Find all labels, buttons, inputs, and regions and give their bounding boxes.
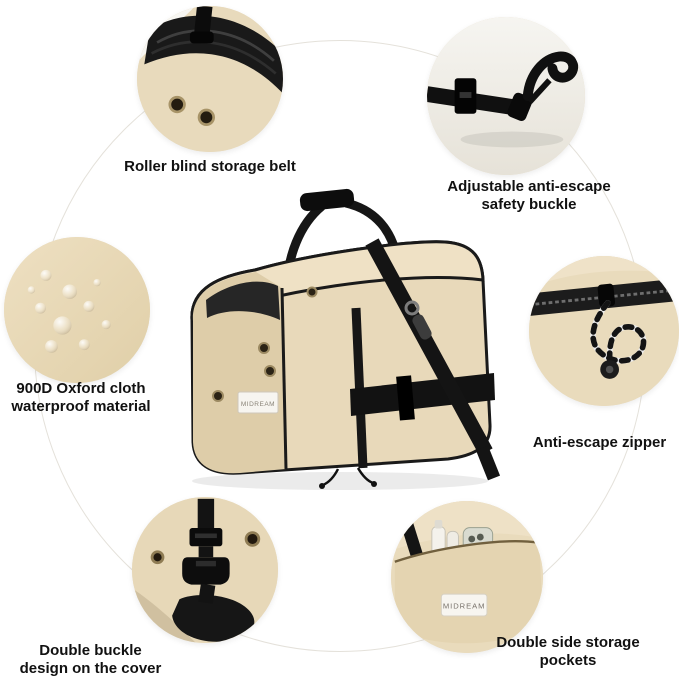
front-strap-band (350, 373, 495, 416)
snap-hook-icon (507, 51, 579, 121)
label-zipper: Anti-escape zipper (532, 434, 667, 451)
side-window-rolled (206, 281, 280, 320)
bag-shadow (192, 472, 488, 490)
grommets (212, 286, 318, 402)
callout-roller-blind-photo (137, 6, 283, 152)
hanging-cover (172, 595, 255, 642)
label-roller-blind: Roller blind storage belt (124, 158, 296, 175)
pocket-brand-patch: MIDREAM (440, 593, 488, 617)
rope-cord (590, 300, 647, 364)
brand-label-patch: MIDREAM (237, 391, 279, 414)
pocket-brand-text: MIDREAM (443, 601, 486, 610)
callout-waterproof-photo (4, 237, 150, 383)
bag-lid (190, 240, 485, 323)
brand-label-text: MIDREAM (241, 401, 275, 408)
bag-side-panel (192, 272, 286, 474)
grommet (150, 550, 165, 565)
grommet (197, 108, 216, 126)
pocket-front (394, 541, 543, 644)
waterproof-fabric-illustration (4, 237, 150, 383)
callout-zipper-photo (529, 256, 679, 406)
storage-belt-strap (193, 6, 213, 38)
double-buckle-illustration (132, 497, 278, 643)
strap-hook (412, 314, 432, 340)
double-buckle-icon (182, 498, 230, 604)
label-double-buckle: Double buckle design on the cover (19, 642, 162, 677)
callout-double-buckle-photo (132, 497, 278, 643)
grommet (168, 95, 186, 114)
label-waterproof: 900D Oxford cloth waterproof material (11, 380, 151, 415)
safety-buckle-illustration (427, 17, 585, 175)
label-safety-buckle: Adjustable anti-escape safety buckle (447, 178, 611, 213)
strap-ring (404, 300, 420, 316)
callout-safety-buckle-photo (427, 17, 585, 175)
side-pockets-illustration: MIDREAM (391, 501, 543, 653)
label-side-pockets: Double side storage pockets (496, 634, 640, 669)
handle-grip-wrap (299, 188, 355, 212)
zipper-slider (597, 283, 616, 307)
grommet (244, 531, 261, 547)
callout-side-pockets-photo: MIDREAM (391, 501, 543, 653)
storage-belt-loop (189, 31, 214, 44)
pet-carrier-bag-illustration: MIDREAM (190, 188, 501, 490)
anti-escape-zipper-illustration (529, 256, 679, 406)
shoulder-strap (365, 238, 493, 456)
roller-blind-illustration (137, 6, 283, 152)
pet-carrier-bag: MIDREAM (160, 180, 510, 500)
strap-keeper (396, 375, 415, 421)
rolled-cover (144, 15, 283, 94)
pocket-opening (394, 540, 540, 563)
water-droplets (27, 269, 111, 353)
